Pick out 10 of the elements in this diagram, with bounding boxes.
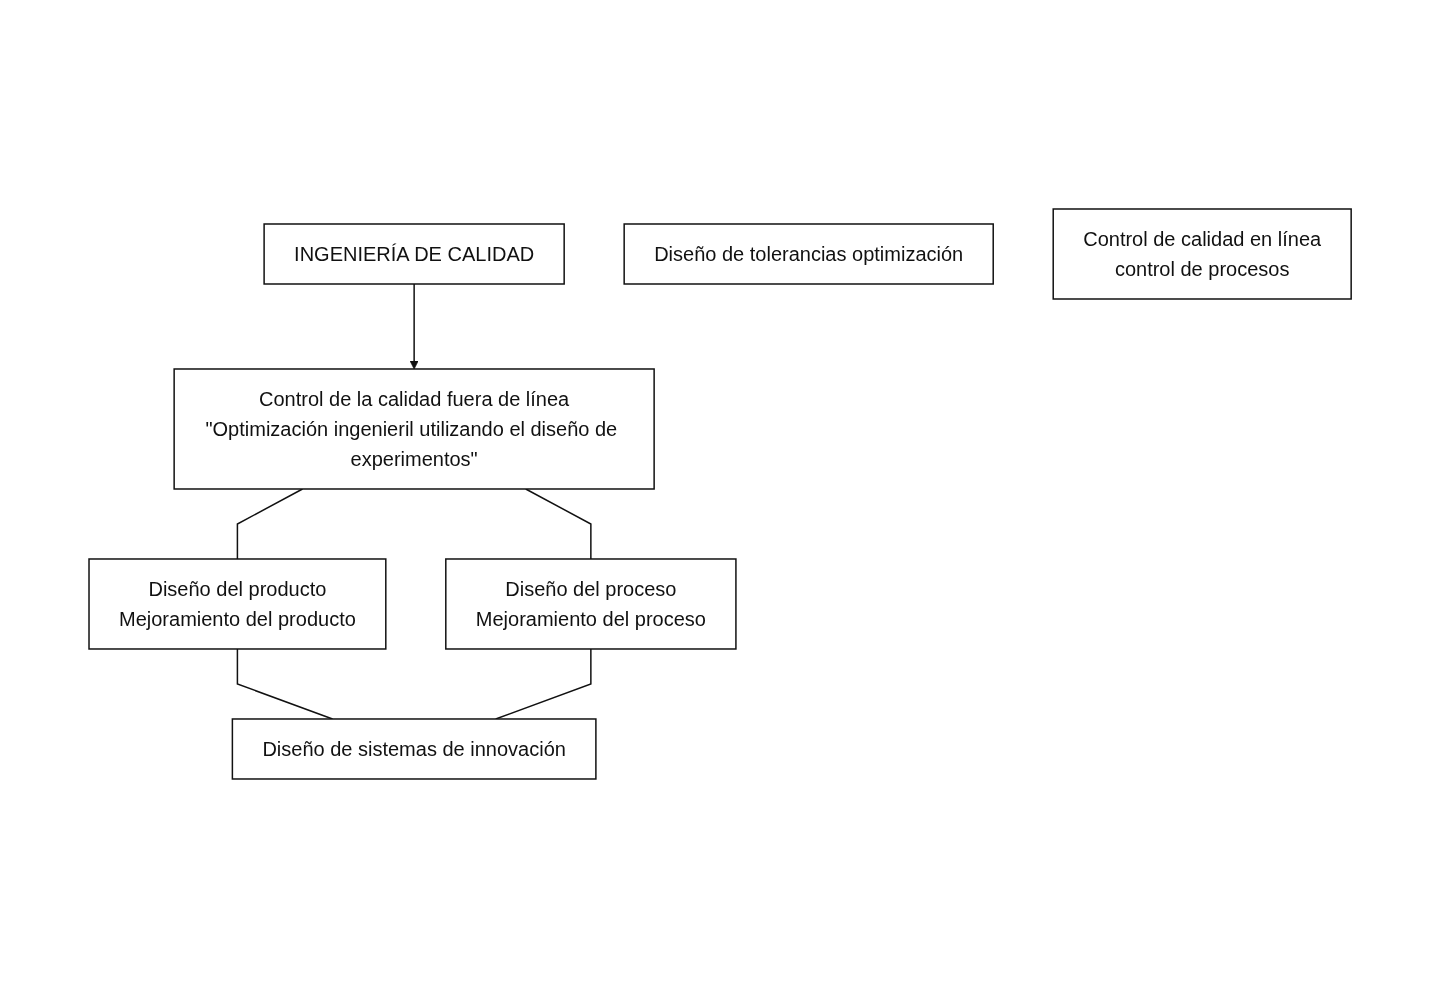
node-box: Control de calidad en línea control de procesos <box>1052 208 1353 300</box>
node-box: Diseño del producto Mejoramiento del producto <box>88 558 387 650</box>
node-box: Control de la calidad fuera de línea "Optimización ingenieril utilizando el diseño de experimentos" <box>173 368 656 490</box>
node-box: INGENIERÍA DE CALIDAD <box>263 223 566 285</box>
node-box: Diseño de tolerancias optimización <box>623 223 995 285</box>
connector <box>237 488 304 560</box>
node-box: Diseño de sistemas de innovación <box>232 718 598 780</box>
connector <box>525 488 592 560</box>
node-box: Diseño del proceso Mejoramiento del proceso <box>445 558 738 650</box>
arrow <box>410 283 419 370</box>
